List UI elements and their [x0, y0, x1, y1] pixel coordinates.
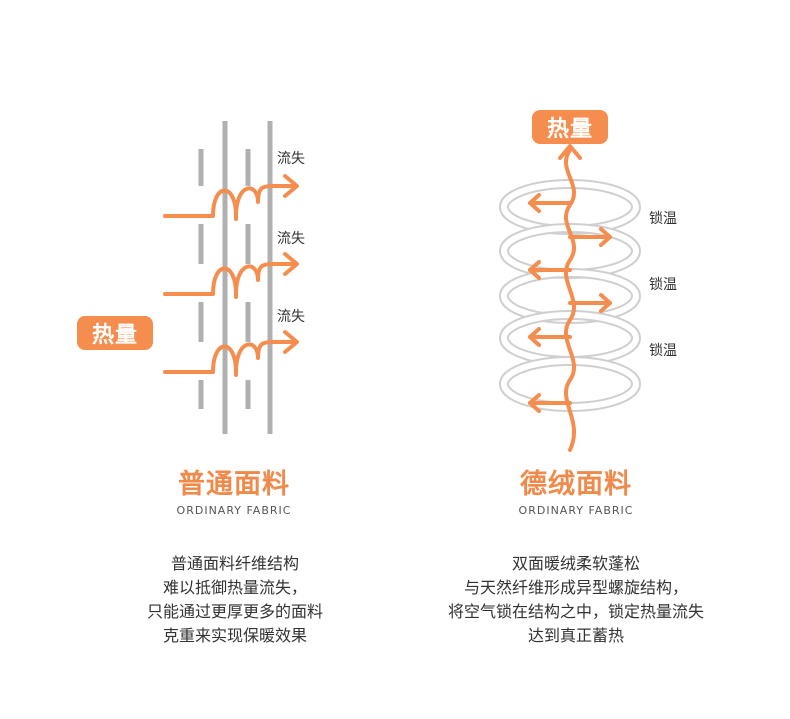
fiber-bars	[198, 121, 273, 434]
lock-arrowhead	[599, 293, 612, 313]
lock-arrowhead	[599, 227, 612, 247]
heat-loss-path	[163, 340, 298, 377]
heat-loss-arrowhead	[283, 330, 299, 354]
ordinary-fabric-title: 普通面料	[178, 469, 290, 500]
lock-arrowhead	[528, 393, 541, 413]
loss-label-3: 流失	[277, 309, 305, 325]
lock-arrowhead	[528, 327, 541, 347]
desc-line: 难以抵御热量流失，	[162, 578, 307, 597]
heat-core-arrows	[528, 144, 612, 452]
warm-fabric-title: 德绒面料	[520, 469, 632, 500]
loss-label-1: 流失	[277, 151, 305, 167]
heat-badge-left: 热量	[77, 316, 153, 350]
lock-label-2: 锁温	[649, 277, 677, 293]
warm-fabric-subtitle: ORDINARY FABRIC	[518, 504, 634, 517]
heat-loss-path	[163, 262, 298, 299]
heat-loss-path	[163, 184, 298, 221]
heat-badge-right: 热量	[532, 110, 608, 144]
spiral-coil	[499, 179, 641, 412]
warm-fabric-description: 双面暖绒柔软蓬松 与天然纤维形成异型螺旋结构， 将空气锁在结构之中，锁定热量流失…	[386, 552, 766, 648]
lock-label-1: 锁温	[649, 211, 677, 227]
lock-label-3: 锁温	[649, 343, 677, 359]
desc-line: 达到真正蓄热	[527, 626, 624, 645]
lock-arrowhead	[528, 193, 541, 213]
loss-label-2: 流失	[277, 231, 305, 247]
lock-arrowhead	[528, 260, 541, 280]
ordinary-fabric-description: 普通面料纤维结构 难以抵御热量流失， 只能通过更厚更多的面料 克重来实现保暖效果	[45, 552, 425, 648]
heat-core-arrowhead	[558, 144, 582, 160]
heat-loss-arrowhead	[283, 252, 299, 276]
desc-line: 克重来实现保暖效果	[162, 626, 307, 645]
heat-loss-arrowhead	[283, 174, 299, 198]
desc-line: 只能通过更厚更多的面料	[146, 602, 323, 621]
desc-line: 将空气锁在结构之中，锁定热量流失	[447, 602, 704, 621]
heat-flow-arrows	[163, 174, 299, 377]
desc-line: 双面暖绒柔软蓬松	[511, 554, 640, 573]
desc-line: 与天然纤维形成异型螺旋结构，	[463, 578, 688, 597]
coil-ring-inner	[501, 358, 639, 410]
desc-line: 普通面料纤维结构	[170, 554, 299, 573]
ordinary-fabric-subtitle: ORDINARY FABRIC	[176, 504, 292, 517]
